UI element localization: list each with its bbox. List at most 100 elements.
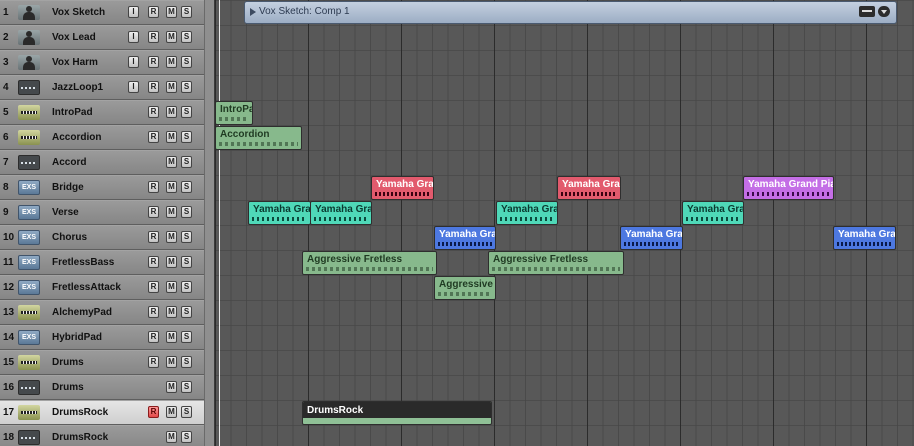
- solo-button[interactable]: S: [181, 306, 192, 318]
- track-name[interactable]: Bridge: [52, 182, 84, 193]
- mute-button[interactable]: M: [166, 406, 177, 418]
- track-name[interactable]: JazzLoop1: [52, 82, 104, 93]
- arrange-area[interactable]: Vox Sketch: Comp 1 IntroPa Accordion Yam…: [215, 0, 914, 446]
- region[interactable]: Accordion: [215, 126, 302, 150]
- mute-button[interactable]: M: [166, 381, 177, 393]
- solo-button[interactable]: S: [181, 256, 192, 268]
- record-enable-button[interactable]: R: [148, 306, 159, 318]
- mute-button[interactable]: M: [166, 6, 177, 18]
- input-monitor-button[interactable]: I: [128, 31, 139, 43]
- track-name[interactable]: FretlessAttack: [52, 282, 121, 293]
- track-header-11[interactable]: 11 EXS FretlessBass R M S: [0, 250, 204, 275]
- track-header-16[interactable]: 16 Drums M S: [0, 375, 204, 400]
- mute-button[interactable]: M: [166, 206, 177, 218]
- solo-button[interactable]: S: [181, 106, 192, 118]
- track-name[interactable]: AlchemyPad: [52, 307, 113, 318]
- region[interactable]: Yamaha Gra: [833, 226, 896, 250]
- mute-button[interactable]: M: [166, 331, 177, 343]
- solo-button[interactable]: S: [181, 356, 192, 368]
- solo-button[interactable]: S: [181, 6, 192, 18]
- record-enable-button[interactable]: R: [148, 6, 159, 18]
- track-header-17[interactable]: 17 DrumsRock R M S: [0, 400, 204, 425]
- input-monitor-button[interactable]: I: [128, 81, 139, 93]
- mute-button[interactable]: M: [166, 231, 177, 243]
- track-name[interactable]: DrumsRock: [52, 432, 109, 443]
- region[interactable]: IntroPa: [215, 101, 253, 125]
- region[interactable]: Yamaha Gra: [310, 201, 372, 225]
- track-name[interactable]: Accord: [52, 157, 87, 168]
- track-name[interactable]: FretlessBass: [52, 257, 115, 268]
- region[interactable]: Yamaha Gran: [557, 176, 621, 200]
- solo-button[interactable]: S: [181, 281, 192, 293]
- track-header-1[interactable]: 1 Vox Sketch I R M S: [0, 0, 204, 25]
- track-name[interactable]: Drums: [52, 357, 84, 368]
- track-header-4[interactable]: 4 JazzLoop1 I R M S: [0, 75, 204, 100]
- solo-button[interactable]: S: [181, 431, 192, 443]
- solo-button[interactable]: S: [181, 206, 192, 218]
- playhead[interactable]: [219, 0, 220, 446]
- solo-button[interactable]: S: [181, 231, 192, 243]
- region[interactable]: Aggressive Fretless: [488, 251, 624, 275]
- track-name[interactable]: Accordion: [52, 132, 102, 143]
- region[interactable]: Yamaha Gra: [248, 201, 311, 225]
- track-name[interactable]: IntroPad: [52, 107, 93, 118]
- track-header-3[interactable]: 3 Vox Harm I R M S: [0, 50, 204, 75]
- mute-button[interactable]: M: [166, 156, 177, 168]
- record-enable-button[interactable]: R: [148, 256, 159, 268]
- mute-button[interactable]: M: [166, 431, 177, 443]
- disclosure-triangle-icon[interactable]: [250, 8, 256, 16]
- track-header-2[interactable]: 2 Vox Lead I R M S: [0, 25, 204, 50]
- track-name[interactable]: DrumsRock: [52, 407, 109, 418]
- comp-dropdown-icon[interactable]: [878, 6, 890, 17]
- solo-button[interactable]: S: [181, 381, 192, 393]
- record-enable-button[interactable]: R: [148, 231, 159, 243]
- track-header-9[interactable]: 9 EXS Verse R M S: [0, 200, 204, 225]
- mute-button[interactable]: M: [166, 31, 177, 43]
- mute-button[interactable]: M: [166, 306, 177, 318]
- region[interactable]: Yamaha Gran: [371, 176, 434, 200]
- record-enable-button[interactable]: R: [148, 181, 159, 193]
- solo-button[interactable]: S: [181, 31, 192, 43]
- region[interactable]: Aggressive: [434, 276, 496, 300]
- comp-menu-icon[interactable]: [859, 6, 875, 17]
- solo-button[interactable]: S: [181, 331, 192, 343]
- input-monitor-button[interactable]: I: [128, 56, 139, 68]
- solo-button[interactable]: S: [181, 56, 192, 68]
- record-enable-button[interactable]: R: [148, 356, 159, 368]
- region[interactable]: Yamaha Grand Pia: [743, 176, 834, 200]
- region[interactable]: Yamaha Gra: [496, 201, 558, 225]
- solo-button[interactable]: S: [181, 81, 192, 93]
- record-enable-button[interactable]: R: [148, 31, 159, 43]
- track-header-14[interactable]: 14 EXS HybridPad R M S: [0, 325, 204, 350]
- track-name[interactable]: Chorus: [52, 232, 87, 243]
- track-header-15[interactable]: 15 Drums R M S: [0, 350, 204, 375]
- solo-button[interactable]: S: [181, 406, 192, 418]
- input-monitor-button[interactable]: I: [128, 6, 139, 18]
- record-enable-button[interactable]: R: [148, 406, 159, 418]
- mute-button[interactable]: M: [166, 81, 177, 93]
- track-name[interactable]: Vox Sketch: [52, 7, 106, 18]
- track-name[interactable]: Verse: [52, 207, 79, 218]
- record-enable-button[interactable]: R: [148, 81, 159, 93]
- track-name[interactable]: Vox Harm: [52, 57, 98, 68]
- record-enable-button[interactable]: R: [148, 131, 159, 143]
- mute-button[interactable]: M: [166, 281, 177, 293]
- track-header-6[interactable]: 6 Accordion R M S: [0, 125, 204, 150]
- record-enable-button[interactable]: R: [148, 281, 159, 293]
- track-name[interactable]: Drums: [52, 382, 84, 393]
- record-enable-button[interactable]: R: [148, 331, 159, 343]
- tracklist-resize-divider[interactable]: [204, 0, 214, 446]
- track-header-12[interactable]: 12 EXS FretlessAttack R M S: [0, 275, 204, 300]
- mute-button[interactable]: M: [166, 106, 177, 118]
- mute-button[interactable]: M: [166, 56, 177, 68]
- track-header-13[interactable]: 13 AlchemyPad R M S: [0, 300, 204, 325]
- track-header-7[interactable]: 7 Accord M S: [0, 150, 204, 175]
- region[interactable]: Aggressive Fretless: [302, 251, 437, 275]
- region[interactable]: Yamaha Gra: [434, 226, 496, 250]
- record-enable-button[interactable]: R: [148, 206, 159, 218]
- track-name[interactable]: Vox Lead: [52, 32, 96, 43]
- track-header-5[interactable]: 5 IntroPad R M S: [0, 100, 204, 125]
- region[interactable]: DrumsRock: [302, 401, 492, 425]
- mute-button[interactable]: M: [166, 181, 177, 193]
- track-header-10[interactable]: 10 EXS Chorus R M S: [0, 225, 204, 250]
